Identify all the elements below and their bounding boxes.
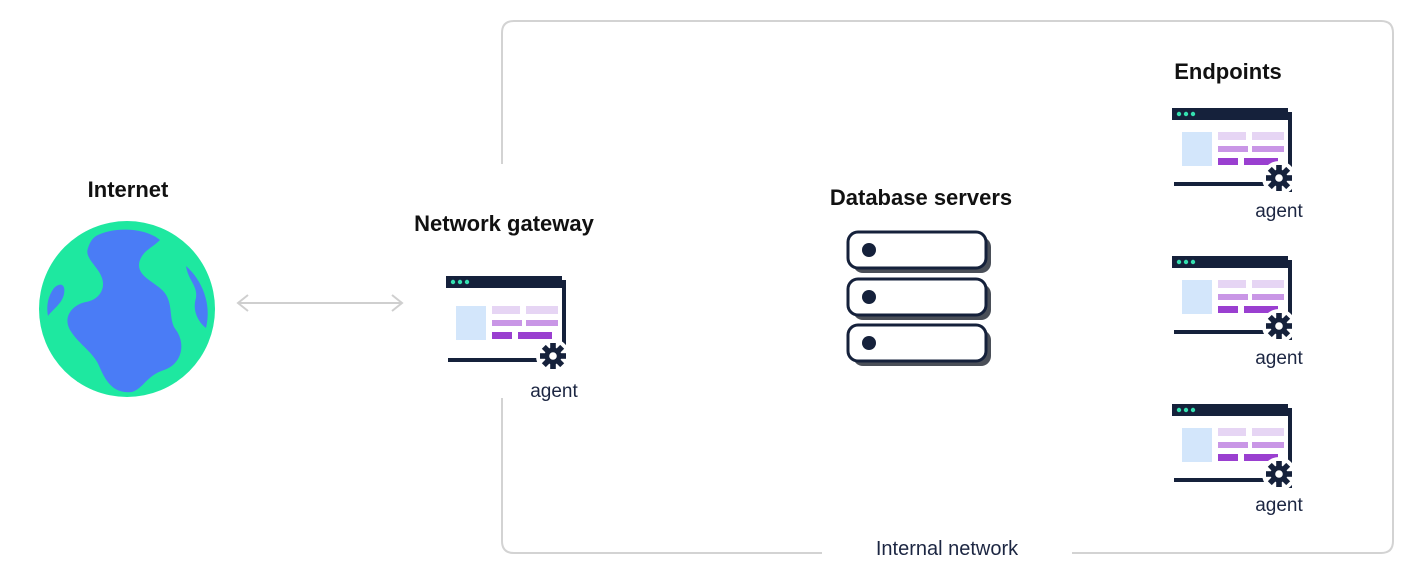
endpoint-agent-label: agent <box>1255 201 1303 222</box>
database-title: Database servers <box>829 185 1013 210</box>
endpoints-title: Endpoints <box>1174 59 1282 84</box>
server-stack-icon <box>846 230 991 366</box>
endpoint-agent-label: agent <box>1255 495 1303 516</box>
endpoint-agent-device-icon <box>1172 256 1296 343</box>
server-unit <box>846 323 991 366</box>
endpoint-agent-label: agent <box>1255 348 1303 369</box>
internet-title: Internet <box>87 177 169 202</box>
server-unit <box>846 277 991 320</box>
gateway-agent-device-icon <box>446 276 570 372</box>
internal-network-label: Internal network <box>834 538 1060 561</box>
globe-icon <box>39 221 215 397</box>
server-unit <box>846 230 991 273</box>
gateway-title: Network gateway <box>414 211 594 236</box>
gateway-agent-label: agent <box>530 381 578 402</box>
endpoint-agent-device-icon <box>1172 404 1296 491</box>
bidirectional-arrow <box>236 294 404 312</box>
endpoint-agent-device-icon <box>1172 108 1296 195</box>
